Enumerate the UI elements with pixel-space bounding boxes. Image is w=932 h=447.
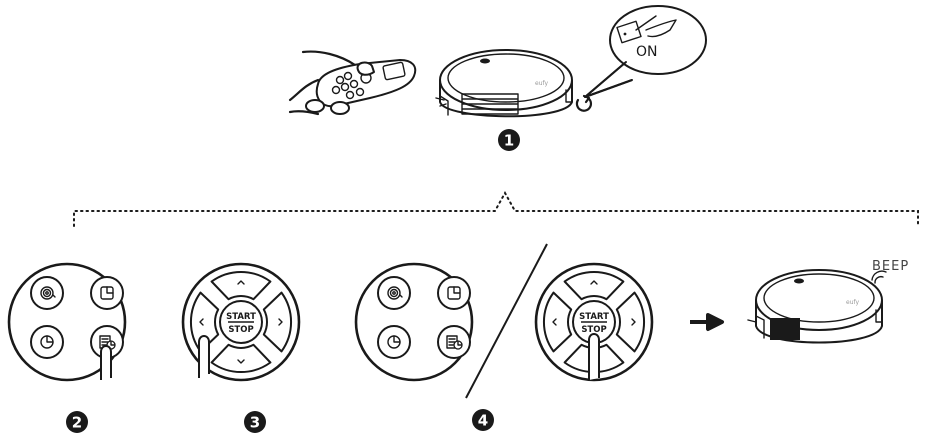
finger-icon xyxy=(588,333,600,380)
switch-on-label: ON xyxy=(636,44,658,60)
brand-logo: eufy xyxy=(846,299,860,306)
finger-icon xyxy=(100,345,112,380)
down-button[interactable] xyxy=(210,343,272,373)
remote-control-in-hand xyxy=(288,50,417,116)
step-1-badge: 1 xyxy=(498,129,520,151)
clock-button[interactable] xyxy=(30,325,64,359)
svg-text:2: 2 xyxy=(72,414,82,432)
mode-button-panel xyxy=(7,262,127,382)
step-2-badge: 2 xyxy=(66,411,88,433)
right-button[interactable] xyxy=(262,291,292,353)
power-switch-callout: ON xyxy=(584,5,707,98)
finger-icon xyxy=(198,335,210,378)
svg-text:4: 4 xyxy=(478,412,488,430)
svg-text:1: 1 xyxy=(504,132,514,150)
up-button[interactable] xyxy=(563,271,625,301)
step-3-badge: 3 xyxy=(244,411,266,433)
dotted-connector xyxy=(73,190,919,227)
svg-text:START: START xyxy=(226,312,256,322)
svg-text:3: 3 xyxy=(250,414,260,432)
beep-label: BEEP xyxy=(872,259,909,274)
robot-vacuum: eufy xyxy=(435,49,573,118)
svg-text:START: START xyxy=(579,312,609,322)
brand-logo: eufy xyxy=(535,80,549,87)
right-arrow-icon xyxy=(690,313,724,331)
spot-clean-button[interactable] xyxy=(30,276,64,310)
edge-clean-button[interactable] xyxy=(437,276,471,310)
direction-pad: START STOP xyxy=(181,262,301,382)
direction-pad-step-4: START STOP xyxy=(534,262,654,382)
right-button[interactable] xyxy=(615,291,645,353)
left-button[interactable] xyxy=(543,291,573,353)
left-button[interactable] xyxy=(190,291,220,353)
svg-text:STOP: STOP xyxy=(581,325,606,335)
svg-text:STOP: STOP xyxy=(228,325,253,335)
spot-clean-button[interactable] xyxy=(377,276,411,310)
robot-vacuum-beeping: eufy BEEP xyxy=(747,259,909,344)
clock-button[interactable] xyxy=(377,325,411,359)
up-button[interactable] xyxy=(210,271,272,301)
step-4-badge: 4 xyxy=(472,409,494,431)
rotate-arrow-icon xyxy=(575,94,593,112)
or-divider xyxy=(465,243,548,399)
edge-clean-button[interactable] xyxy=(90,276,124,310)
schedule-button[interactable] xyxy=(437,325,471,359)
mode-button-panel-step-4 xyxy=(354,262,474,382)
start-stop-button[interactable]: START STOP xyxy=(219,300,263,344)
